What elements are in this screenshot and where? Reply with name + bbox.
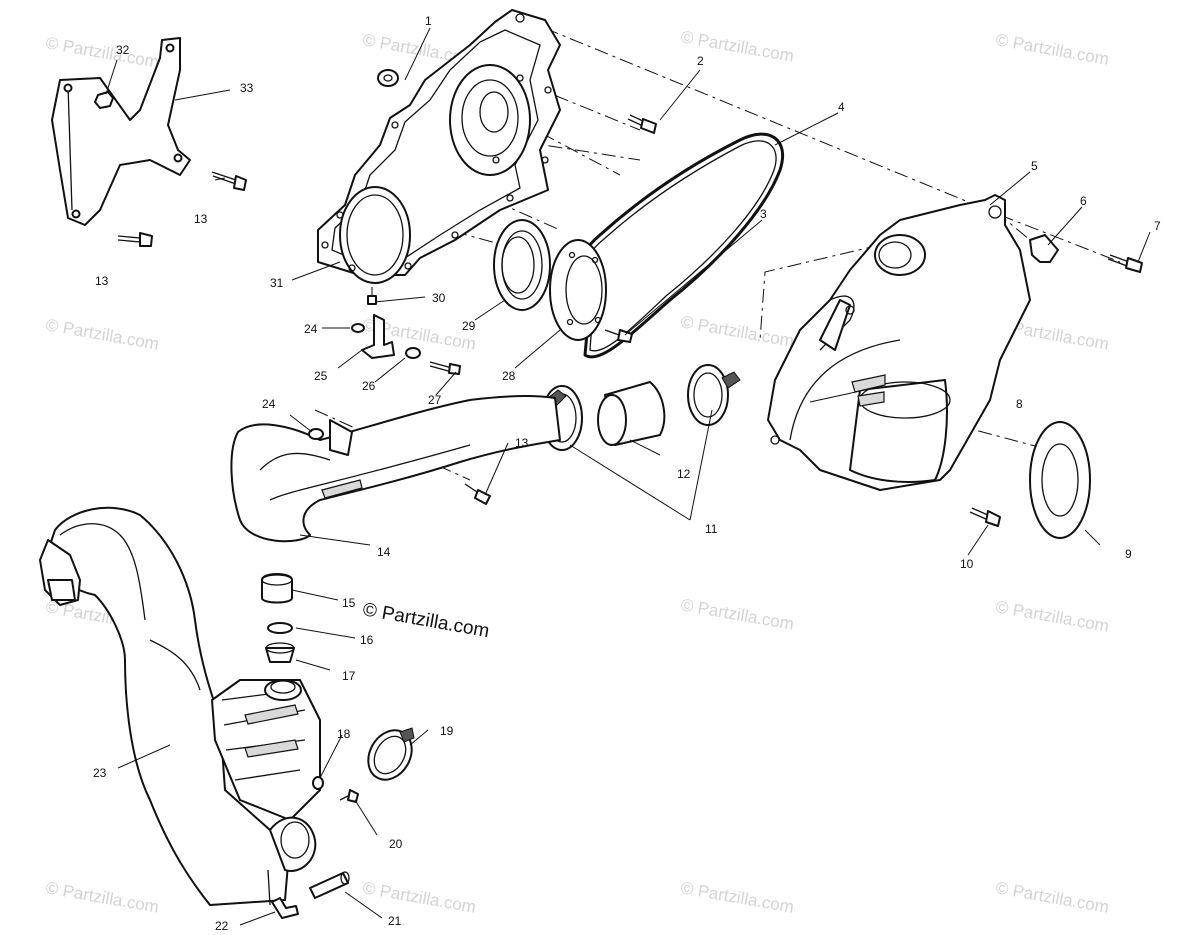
callout-4: 4 bbox=[838, 100, 845, 114]
callout-8: 8 bbox=[1016, 397, 1023, 411]
callout-22: 22 bbox=[215, 919, 229, 933]
callout-32: 32 bbox=[116, 43, 130, 57]
callout-7: 7 bbox=[1154, 219, 1161, 233]
washer-24-b bbox=[308, 428, 324, 440]
bolt-10 bbox=[969, 507, 1001, 527]
callout-20: 20 bbox=[389, 837, 403, 851]
bearing-plate-28 bbox=[549, 239, 607, 341]
callout-14: 14 bbox=[377, 545, 391, 559]
watermark: © Partzilla.com bbox=[994, 878, 1110, 917]
callout-28: 28 bbox=[502, 369, 516, 383]
screw-3 bbox=[604, 329, 633, 343]
callout-19: 19 bbox=[440, 724, 454, 738]
watermark: © Partzilla.com bbox=[994, 597, 1110, 636]
callout-6: 6 bbox=[1080, 194, 1087, 208]
outer-cover bbox=[767, 194, 1031, 491]
callout-16: 16 bbox=[360, 633, 374, 647]
callout-labels: 1 2 3 4 5 6 7 8 9 10 11 12 13 13 13 14 1… bbox=[93, 14, 1161, 933]
watermark: © Partzilla.com bbox=[994, 30, 1110, 69]
callout-11: 11 bbox=[705, 522, 718, 536]
small-bracket-assembly bbox=[351, 295, 461, 375]
o-ring-16 bbox=[267, 622, 293, 634]
gasket-9 bbox=[1029, 421, 1091, 539]
washer bbox=[377, 69, 399, 87]
washer-18 bbox=[312, 776, 324, 790]
grommet-17 bbox=[265, 642, 295, 663]
callout-13-b: 13 bbox=[95, 274, 109, 288]
leader-lines bbox=[105, 27, 1151, 926]
callout-21: 21 bbox=[388, 914, 402, 928]
callout-33: 33 bbox=[240, 81, 254, 95]
inner-cover-plate bbox=[317, 9, 561, 284]
screw-13-c bbox=[464, 483, 491, 505]
callout-31: 31 bbox=[270, 276, 284, 290]
callout-13-c: 13 bbox=[515, 436, 529, 450]
watermark: © Partzilla.com bbox=[44, 315, 160, 354]
callout-3: 3 bbox=[760, 207, 767, 221]
callout-9: 9 bbox=[1125, 547, 1132, 561]
seal-29 bbox=[493, 219, 551, 311]
callout-5: 5 bbox=[1031, 159, 1038, 173]
callout-26: 26 bbox=[362, 379, 376, 393]
bolt-13-b bbox=[117, 232, 153, 247]
watermark: © Partzilla.com bbox=[44, 33, 160, 72]
clip-6 bbox=[1029, 234, 1059, 263]
hose-clamp-b bbox=[687, 364, 741, 426]
watermark: © Partzilla.com bbox=[44, 878, 160, 917]
callout-1: 1 bbox=[425, 14, 432, 28]
mounting-bracket bbox=[51, 37, 191, 226]
callout-10: 10 bbox=[960, 557, 974, 571]
callout-24-a: 24 bbox=[304, 322, 318, 336]
callout-15: 15 bbox=[342, 596, 356, 610]
coupler-sleeve bbox=[597, 381, 666, 446]
bolt-2 bbox=[627, 114, 657, 134]
tube-21 bbox=[309, 871, 350, 899]
callout-2: 2 bbox=[697, 54, 704, 68]
hose-clamp-19 bbox=[367, 727, 415, 781]
callout-24-b: 24 bbox=[262, 397, 276, 411]
callout-18: 18 bbox=[337, 727, 351, 741]
bolt-13-a bbox=[211, 171, 247, 191]
drive-belt bbox=[574, 132, 785, 359]
callout-13-a: 13 bbox=[194, 212, 208, 226]
watermark: © Partzilla.com bbox=[679, 595, 795, 634]
callout-17: 17 bbox=[342, 669, 356, 683]
cap-15 bbox=[261, 573, 293, 604]
callout-25: 25 bbox=[314, 369, 328, 383]
callout-30: 30 bbox=[432, 291, 446, 305]
nut bbox=[94, 91, 114, 109]
watermark: © Partzilla.com bbox=[361, 878, 477, 917]
callout-27: 27 bbox=[428, 393, 442, 407]
watermark: © Partzilla.com bbox=[679, 312, 795, 351]
callout-23: 23 bbox=[93, 766, 107, 780]
callout-29: 29 bbox=[462, 319, 476, 333]
watermark: © Partzilla.com bbox=[679, 878, 795, 917]
bolt-7 bbox=[1107, 254, 1143, 273]
intake-duct bbox=[230, 394, 561, 543]
airbox-silencer bbox=[39, 506, 321, 906]
fitting-22 bbox=[271, 897, 299, 919]
callout-12: 12 bbox=[677, 467, 691, 481]
watermark-main: © Partzilla.com bbox=[361, 599, 491, 642]
